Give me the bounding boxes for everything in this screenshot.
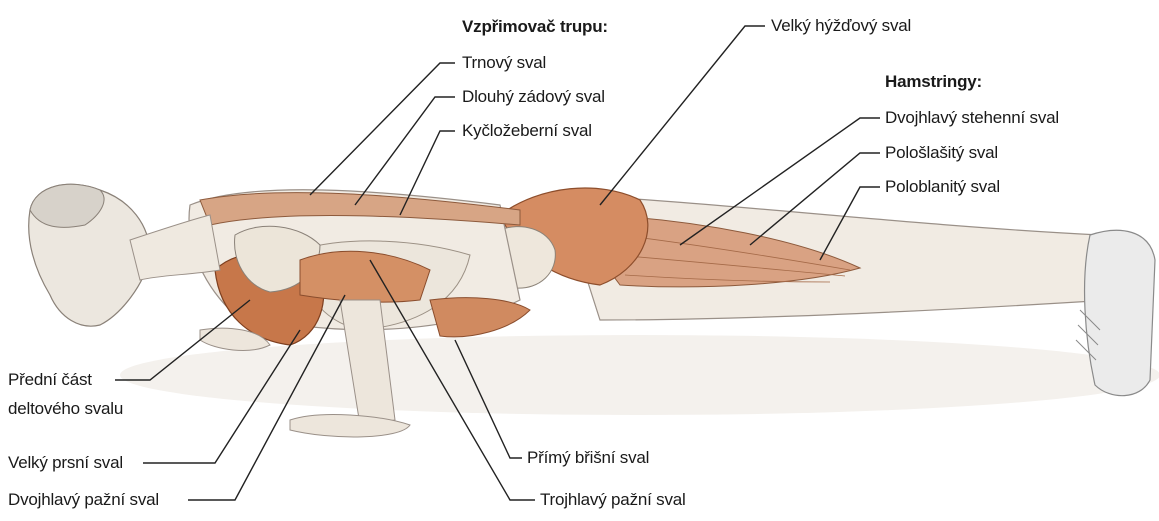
label-velky-hyzdovy-sval: Velký hýžďový sval xyxy=(771,16,911,36)
rectus-abdominis xyxy=(430,298,530,337)
label-predni-cast: Přední část xyxy=(8,370,92,390)
label-poloslasity-sval: Pološlašitý sval xyxy=(885,143,998,163)
label-dvojhlavy-stehenni-sval: Dvojhlavý stehenní sval xyxy=(885,108,1059,128)
hamstrings-heading: Hamstringy: xyxy=(885,72,982,92)
label-poloblanity-sval: Poloblanitý sval xyxy=(885,177,1000,197)
shoe xyxy=(1085,230,1155,395)
floor-shadow xyxy=(120,335,1159,415)
label-deltoveho-svalu: deltového svalu xyxy=(8,399,123,419)
label-primy-brisni-sval: Přímý břišní sval xyxy=(527,448,649,468)
label-kyclozeberni-sval: Kyčložeberní sval xyxy=(462,121,592,141)
label-dlouhy-zadovy-sval: Dlouhý zádový sval xyxy=(462,87,605,107)
leader-dlouhy xyxy=(355,97,455,205)
label-trojhlavy-pazni-sval: Trojhlavý pažní sval xyxy=(540,490,686,510)
erector-spinae-heading: Vzpřimovač trupu: xyxy=(462,17,608,37)
label-trnovy-sval: Trnový sval xyxy=(462,53,546,73)
label-dvojhlavy-pazni-sval: Dvojhlavý pažní sval xyxy=(8,490,159,510)
neck xyxy=(130,215,220,280)
leader-hyzdovy xyxy=(600,26,765,205)
leader-trnovy xyxy=(310,63,455,195)
label-velky-prsni-sval: Velký prsní sval xyxy=(8,453,123,473)
